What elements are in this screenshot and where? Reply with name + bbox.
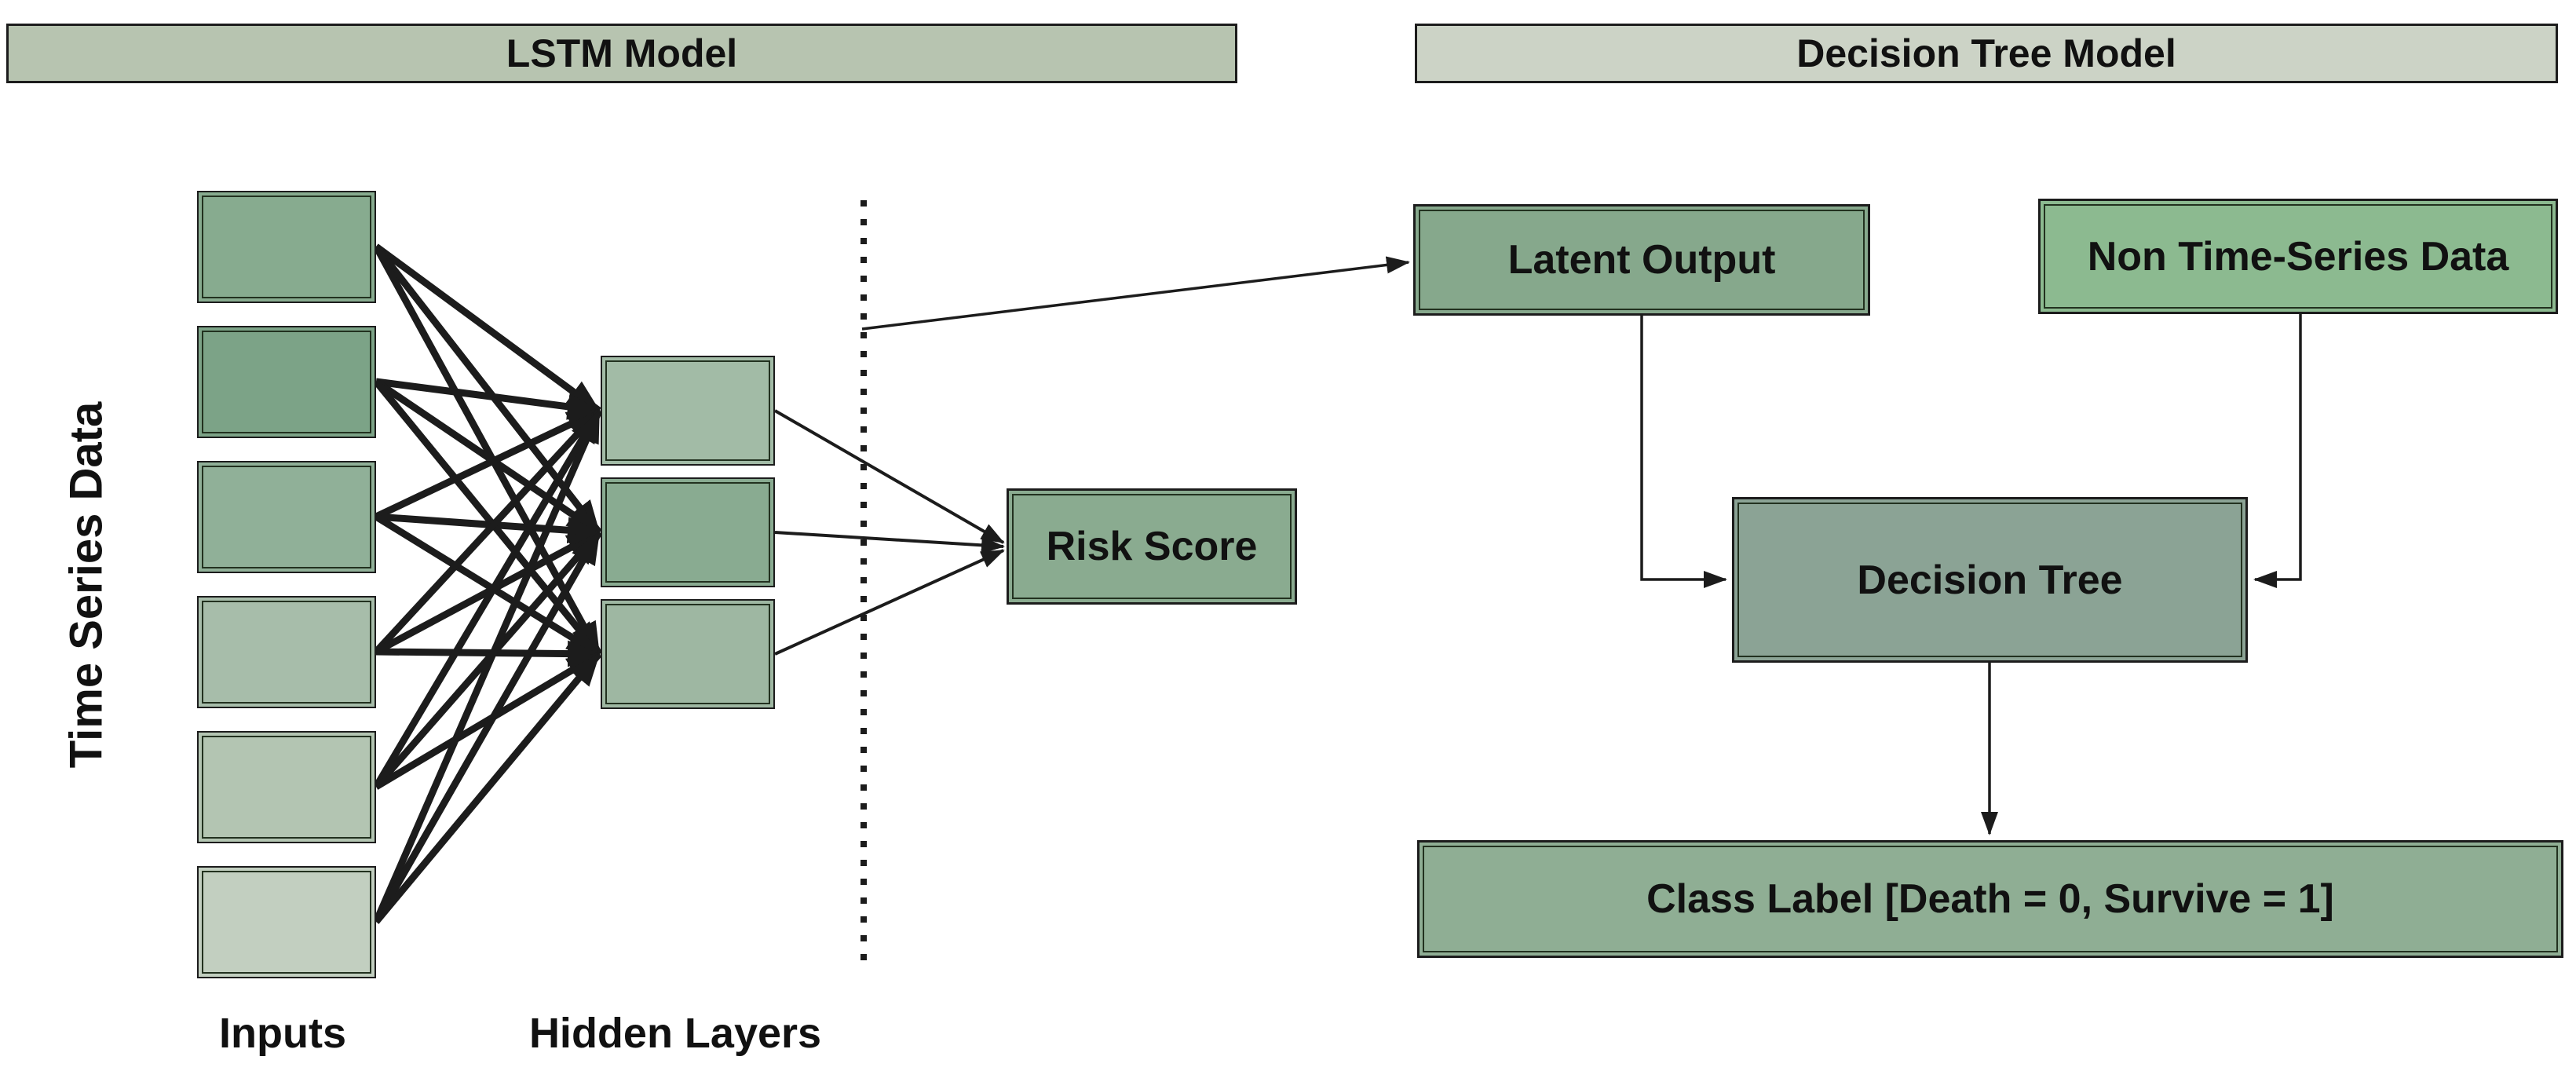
- input-box-4: [197, 596, 376, 708]
- class-label-text: Class Label [Death = 0, Survive = 1]: [1646, 876, 2334, 922]
- decision-tree-box: Decision Tree: [1732, 497, 2248, 663]
- input-box-5: [197, 731, 376, 843]
- input-box-1: [197, 191, 376, 303]
- hidden-layers-caption: Hidden Layers: [528, 1010, 822, 1057]
- inputs-caption: Inputs: [219, 1010, 346, 1057]
- lstm-model-header: LSTM Model: [6, 24, 1237, 83]
- hidden-box-3: [601, 599, 775, 709]
- decision-tree-model-header: Decision Tree Model: [1415, 24, 2558, 83]
- input-box-6: [197, 866, 376, 978]
- latent-output-label: Latent Output: [1507, 237, 1776, 283]
- connector-i3-h2: [375, 513, 601, 544]
- connector-i1-h3: [373, 244, 602, 656]
- time-series-data-label: Time Series Data: [60, 401, 112, 769]
- non-time-series-label: Non Time-Series Data: [2087, 233, 2509, 280]
- lstm-model-header-label: LSTM Model: [506, 31, 738, 75]
- hidden-box-1: [601, 356, 775, 466]
- connector-i5-h1: [373, 408, 602, 789]
- connector-i1-h2: [373, 244, 602, 535]
- input-box-3: [197, 461, 376, 573]
- connector-i3-h3: [374, 514, 601, 657]
- connector-nts-dtree: [2253, 314, 2302, 588]
- connector-h3-risk: [774, 549, 1005, 656]
- connector-i2-h3: [373, 379, 602, 656]
- risk-score-label: Risk Score: [1046, 524, 1258, 569]
- connector-h2-risk: [774, 531, 1005, 554]
- connector-i6-h3: [373, 652, 602, 924]
- connector-i1-h1: [374, 243, 601, 414]
- non-time-series-box: Non Time-Series Data: [2038, 199, 2558, 314]
- input-hidden-mesh: [372, 243, 603, 924]
- risk-score-box: Risk Score: [1007, 488, 1297, 605]
- connector-i3-h1: [375, 407, 601, 521]
- decision-tree-label: Decision Tree: [1857, 557, 2123, 603]
- input-box-2: [197, 326, 376, 438]
- latent-output-box: Latent Output: [1413, 204, 1870, 316]
- connector-i2-h2: [374, 378, 601, 536]
- class-label-box: Class Label [Death = 0, Survive = 1]: [1417, 840, 2563, 958]
- decision-tree-model-header-label: Decision Tree Model: [1796, 31, 2176, 75]
- connector-i2-h1: [375, 378, 601, 420]
- connector-lstm-latent: [861, 256, 1410, 331]
- connector-i4-h1: [373, 408, 602, 655]
- connector-i6-h1: [372, 409, 603, 923]
- connector-i6-h2: [373, 530, 602, 924]
- hidden-risk-links: [774, 409, 1005, 656]
- connector-h1-risk: [774, 409, 1005, 544]
- connector-latent-dtree: [1640, 316, 1727, 588]
- hidden-box-2: [601, 477, 775, 587]
- decision-links: [1640, 314, 2302, 835]
- connector-i4-h3: [375, 640, 601, 667]
